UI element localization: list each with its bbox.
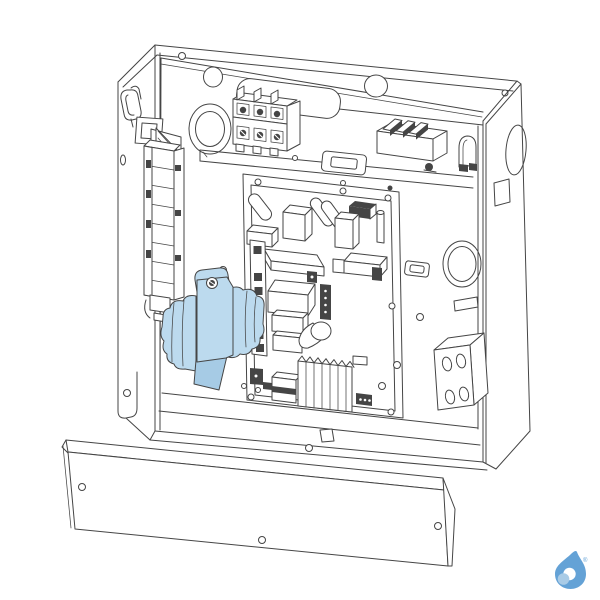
rivet [387, 185, 393, 191]
terminal-screws [239, 106, 281, 141]
knockout-ring [188, 103, 232, 158]
transformer-core [196, 276, 234, 363]
control-pcb [241, 173, 404, 419]
rivet [292, 155, 298, 161]
screw-hole [501, 89, 509, 97]
mounting-screw [425, 163, 433, 171]
registered-mark: ® [583, 557, 588, 564]
din-rail-module [143, 127, 185, 323]
front-cover-panel [61, 439, 456, 567]
pcb-screws [241, 178, 396, 416]
panel-slot [453, 296, 479, 312]
wire-saddle [404, 260, 430, 278]
screw-hole [378, 382, 386, 390]
side-cutout [493, 178, 511, 207]
transformer-highlighted [160, 267, 265, 391]
vent-slot [120, 154, 126, 166]
terminal-block-3pole [232, 85, 301, 157]
mounting-rail [199, 149, 474, 191]
screw-hole [78, 483, 86, 491]
cable-clamp [320, 150, 368, 176]
enclosure-floor [125, 392, 488, 471]
cable-knockout [203, 66, 223, 88]
screw-hole [123, 389, 131, 397]
side-oval-knockout [505, 124, 527, 176]
screw-hole [258, 536, 266, 544]
brand-logo: ® [555, 550, 588, 589]
mounting-tab [319, 428, 335, 443]
cable-knockout [364, 74, 388, 98]
capacitor [247, 193, 273, 221]
screw-hole [305, 444, 313, 452]
heatsink [297, 355, 355, 413]
small-bracket-component [458, 135, 477, 172]
screw-hole [178, 52, 186, 60]
screw-hole [393, 361, 401, 369]
contactor-block [433, 332, 489, 411]
knockout-ring [442, 240, 482, 288]
right-side-panel [477, 80, 531, 470]
screw-hole [434, 522, 442, 530]
screw-hole [416, 313, 424, 321]
transformer-coil-left [160, 295, 197, 372]
relay-fins [382, 118, 429, 140]
p-clip [120, 89, 142, 121]
cover-right-fold [442, 477, 456, 567]
rivet [340, 180, 346, 186]
relay-block [376, 118, 448, 173]
